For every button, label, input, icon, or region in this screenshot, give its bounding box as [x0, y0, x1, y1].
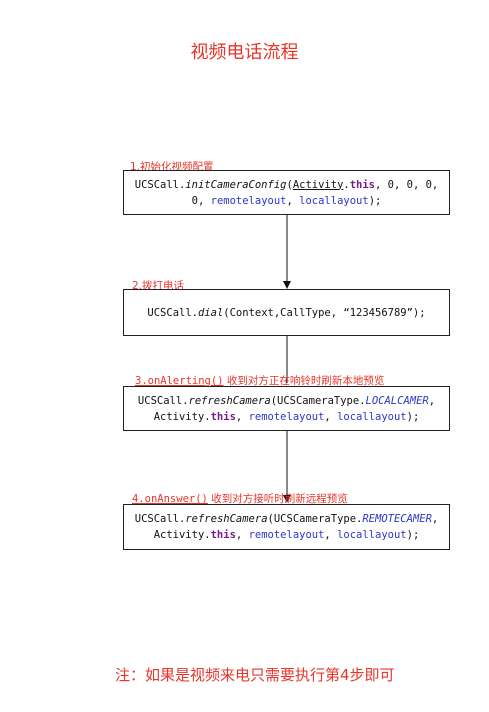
- step4-line1: UCSCall.refreshCamera(UCSCameraType.REMO…: [124, 511, 449, 527]
- locallayout-field: locallayout: [337, 529, 407, 541]
- step4-label: 4.onAnswer() 收到对方接听时刷新远程预览: [132, 491, 348, 506]
- step4-code-box: UCSCall.refreshCamera(UCSCameraType.REMO…: [123, 504, 450, 550]
- callback-desc: 收到对方正在响铃时刷新本地预览: [223, 375, 385, 387]
- code-token: .: [343, 178, 350, 191]
- code-token: ,: [235, 410, 249, 423]
- code-token: Activity.: [153, 410, 211, 423]
- code-token: ,: [431, 513, 439, 525]
- activity-token: Activity: [292, 178, 344, 191]
- this-keyword: this: [210, 410, 236, 423]
- step3-code-box: UCSCall.refreshCamera(UCSCameraType.LOCA…: [123, 386, 450, 431]
- code-token: ,: [324, 529, 338, 541]
- step3-line1: UCSCall.refreshCamera(UCSCameraType.LOCA…: [124, 393, 449, 409]
- remotelayout-field: remotelayout: [248, 410, 325, 423]
- code-token: , 0, 0, 0,: [375, 178, 439, 191]
- method-name: initCameraConfig: [185, 178, 287, 191]
- step1-line1: UCSCall.initCameraConfig(Activity.this, …: [124, 177, 449, 193]
- remotelayout-field: remotelayout: [248, 529, 325, 541]
- step3-label: 3.onAlerting() 收到对方正在响铃时刷新本地预览: [135, 373, 384, 388]
- code-token: );: [406, 529, 420, 541]
- code-token: UCSCall.: [134, 178, 186, 191]
- code-token: ,: [428, 394, 436, 407]
- code-token: 0,: [191, 194, 211, 207]
- code-token: UCSCall.: [147, 306, 198, 319]
- this-keyword: this: [210, 529, 236, 541]
- code-token: ,: [324, 410, 338, 423]
- this-keyword: this: [349, 178, 376, 191]
- code-token: (UCSCameraType.: [270, 394, 366, 407]
- method-name: refreshCamera: [188, 394, 271, 407]
- step1-code-box: UCSCall.initCameraConfig(Activity.this, …: [123, 170, 450, 215]
- method-name: dial: [197, 306, 224, 319]
- step1-line2: 0, remotelayout, locallayout);: [124, 193, 449, 209]
- code-token: (UCSCameraType.: [267, 513, 363, 525]
- footnote: 注：如果是视频来电只需要执行第4步即可: [115, 666, 395, 684]
- code-token: (: [286, 178, 293, 191]
- method-name: refreshCamera: [185, 513, 268, 525]
- code-token: (Context,CallType, “123456789”);: [223, 306, 426, 319]
- code-token: UCSCall.: [137, 394, 189, 407]
- callback-name: 4.onAnswer(): [132, 493, 208, 505]
- callback-desc: 收到对方接听时刷新远程预览: [207, 493, 348, 505]
- step4-line2: Activity.this, remotelayout, locallayout…: [124, 527, 449, 543]
- callback-name: 3.onAlerting(): [135, 375, 224, 387]
- code-token: Activity.: [153, 529, 211, 541]
- code-token: UCSCall.: [134, 513, 186, 525]
- step2-code-box: UCSCall.dial(Context,CallType, “12345678…: [123, 289, 450, 336]
- step3-line2: Activity.this, remotelayout, locallayout…: [124, 409, 449, 425]
- diagram-title: 视频电话流程: [190, 42, 299, 63]
- code-token: ,: [235, 529, 249, 541]
- locallayout-field: locallayout: [299, 194, 369, 207]
- step2-line1: UCSCall.dial(Context,CallType, “12345678…: [124, 305, 449, 321]
- camera-type-constant: REMOTECAMER: [362, 513, 432, 525]
- code-token: ,: [286, 194, 300, 207]
- locallayout-field: locallayout: [337, 410, 407, 423]
- code-token: );: [368, 194, 382, 207]
- remotelayout-field: remotelayout: [210, 194, 287, 207]
- code-token: );: [406, 410, 420, 423]
- camera-type-constant: LOCALCAMER: [365, 394, 429, 407]
